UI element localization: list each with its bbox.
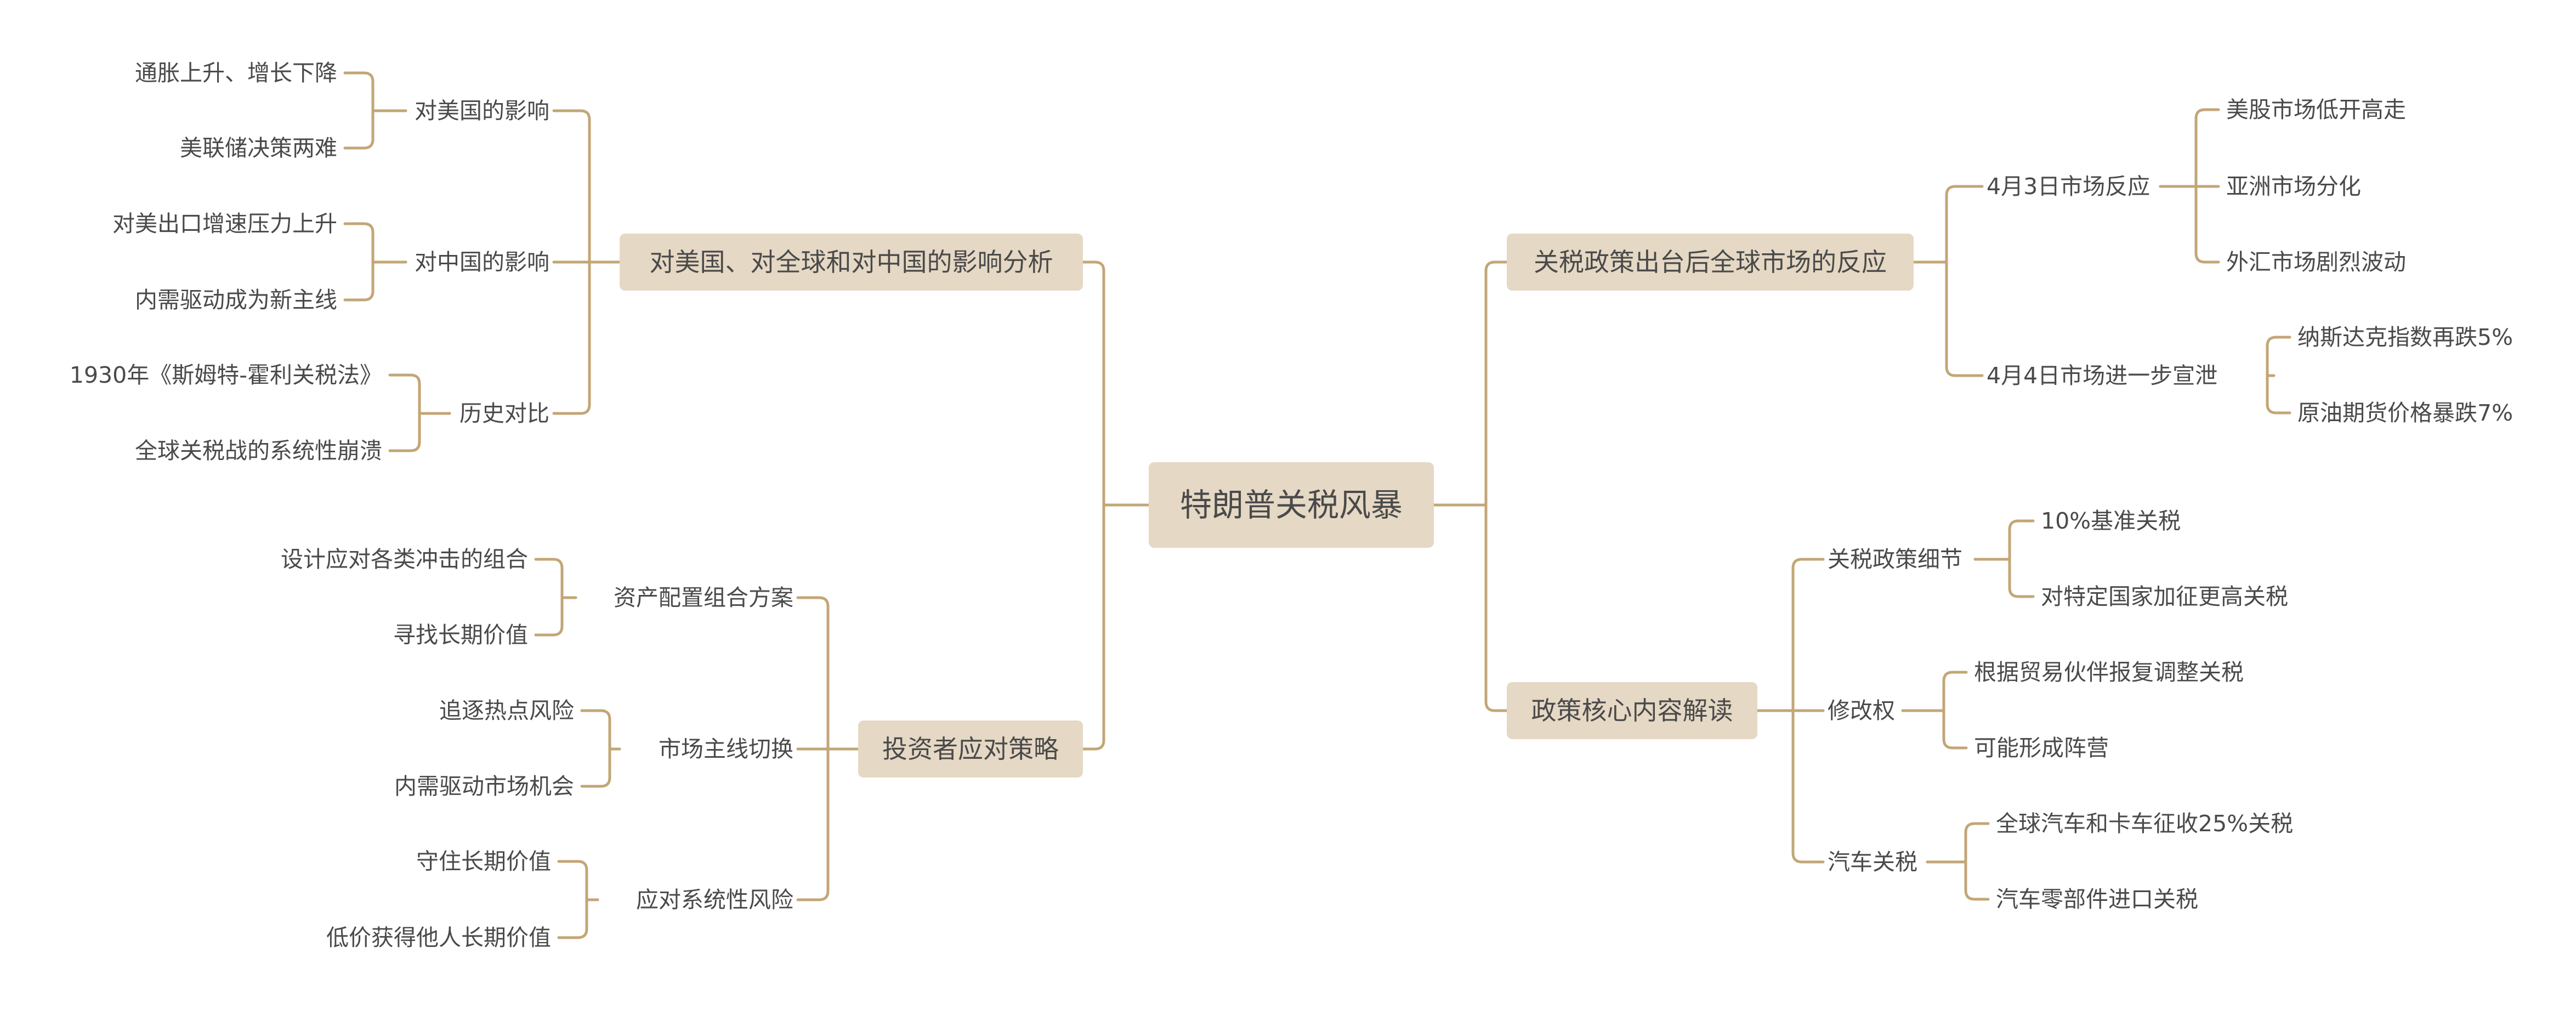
right-1-2-leaf-0-label: 全球汽车和卡车征收25%关税 — [1996, 810, 2293, 837]
edge-right-0-1-to-leaf-0 — [2266, 336, 2291, 377]
edge-left-1-to-sub-0 — [796, 596, 860, 751]
edge-left-0-2-to-leaf-1 — [388, 412, 451, 452]
edge-left-1-2-to-leaf-0 — [557, 860, 599, 901]
left-0-1-leaf-0-label: 对美出口增速压力上升 — [112, 211, 337, 237]
left-1-subtopic-1-label: 市场主线切换 — [659, 736, 793, 762]
connector-lines — [343, 71, 2291, 939]
edge-left-0-2-to-leaf-0 — [388, 373, 451, 415]
right-1-subtopic-1-label: 修改权 — [1828, 697, 1895, 724]
left-1-1-leaf-0-label: 追逐热点风险 — [439, 697, 574, 724]
edge-left-1-2-to-leaf-1 — [557, 898, 599, 939]
left-1-2-leaf-0-label: 守住长期价值 — [416, 848, 551, 875]
right-1-2-leaf-1-label: 汽车零部件进口关税 — [1996, 886, 2198, 912]
right-1-0-leaf-0-label: 10%基准关税 — [2041, 508, 2181, 534]
right-0-0-leaf-1-label: 亚洲市场分化 — [2226, 173, 2361, 200]
right-branch-1-label: 政策核心内容解读 — [1531, 696, 1733, 725]
left-0-subtopic-0-label: 对美国的影响 — [415, 98, 549, 124]
right-branch-0-box[interactable] — [1507, 234, 1914, 291]
left-0-subtopic-2-label: 历史对比 — [459, 400, 549, 427]
right-1-1-leaf-0-label: 根据贸易伙伴报复调整关税 — [1974, 659, 2244, 685]
mind-map-nodes: 特朗普关税风暴 关税政策出台后全球市场的反应 4月3日市场反应 美股市场低开高走亚洲市… — [70, 60, 2513, 951]
left-1-0-leaf-0-label: 设计应对各类冲击的组合 — [281, 546, 528, 572]
edge-right-1-to-sub-0 — [1756, 558, 1825, 712]
edge-root-to-right-0 — [1432, 260, 1508, 507]
edge-left-1-0-to-leaf-1 — [534, 596, 577, 637]
right-branch-1-box[interactable] — [1507, 682, 1757, 739]
left-0-2-leaf-0-label: 1930年《斯姆特-霍利关税法》 — [70, 362, 382, 388]
left-0-subtopic-1-label: 对中国的影响 — [415, 249, 549, 275]
left-0-0-leaf-0-label: 通胀上升、增长下降 — [135, 60, 337, 86]
right-0-subtopic-1-label: 4月4日市场进一步宣泄 — [1987, 362, 2217, 389]
edge-right-1-2-to-leaf-1 — [1926, 860, 1990, 901]
edge-right-1-1-to-leaf-0 — [1901, 671, 1968, 712]
edge-right-1-1-to-leaf-1 — [1901, 709, 1968, 750]
edge-right-0-1-to-leaf-1 — [2266, 374, 2291, 415]
edge-left-0-to-sub-0 — [552, 109, 621, 264]
edge-left-0-0-to-leaf-1 — [343, 109, 407, 150]
edge-right-0-0-to-leaf-2 — [2159, 185, 2220, 264]
right-branch-0-label: 关税政策出台后全球市场的反应 — [1534, 247, 1887, 277]
edge-left-1-1-to-leaf-0 — [580, 709, 621, 751]
edge-right-1-to-sub-2 — [1756, 709, 1825, 864]
left-1-subtopic-2-label: 应对系统性风险 — [636, 887, 793, 913]
edge-left-0-0-to-leaf-0 — [343, 71, 407, 112]
right-0-0-leaf-0-label: 美股市场低开高走 — [2226, 97, 2406, 123]
edge-right-0-0-to-leaf-0 — [2159, 108, 2220, 188]
left-branch-0-label: 对美国、对全球和对中国的影响分析 — [650, 247, 1053, 277]
edge-right-0-to-sub-1 — [1912, 260, 1984, 377]
root-topic-label: 特朗普关税风暴 — [1180, 486, 1403, 524]
edge-root-to-right-1 — [1432, 503, 1508, 712]
left-1-1-leaf-1-label: 内需驱动市场机会 — [394, 773, 574, 799]
edge-root-to-left-0 — [1081, 260, 1150, 507]
root-topic-box[interactable] — [1149, 462, 1434, 548]
right-1-1-leaf-1-label: 可能形成阵营 — [1974, 735, 2109, 761]
left-0-2-leaf-1-label: 全球关税战的系统性崩溃 — [135, 438, 382, 464]
edge-right-1-0-to-leaf-0 — [1973, 519, 2035, 561]
edge-right-1-0-to-leaf-1 — [1973, 558, 2035, 598]
left-1-subtopic-0-label: 资产配置组合方案 — [614, 585, 793, 611]
edge-left-1-to-sub-2 — [796, 747, 860, 901]
left-0-0-leaf-1-label: 美联储决策两难 — [180, 135, 337, 161]
right-1-0-leaf-1-label: 对特定国家加征更高关税 — [2041, 583, 2288, 610]
left-1-0-leaf-1-label: 寻找长期价值 — [393, 622, 528, 648]
edge-right-1-2-to-leaf-0 — [1926, 822, 1990, 864]
edge-left-1-0-to-leaf-0 — [534, 558, 577, 599]
edge-left-1-1-to-leaf-1 — [580, 747, 621, 788]
left-branch-1-box[interactable] — [858, 720, 1083, 778]
edge-left-0-1-to-leaf-0 — [343, 222, 407, 264]
edge-right-0-to-sub-0 — [1912, 185, 1984, 264]
edge-root-to-left-1 — [1081, 503, 1150, 751]
right-1-subtopic-2-label: 汽车关税 — [1828, 849, 1917, 875]
right-0-subtopic-0-label: 4月3日市场反应 — [1987, 173, 2150, 200]
right-1-subtopic-0-label: 关税政策细节 — [1828, 546, 1962, 572]
left-1-2-leaf-1-label: 低价获得他人长期价值 — [326, 924, 551, 951]
left-branch-0-box[interactable] — [620, 234, 1083, 291]
left-0-1-leaf-1-label: 内需驱动成为新主线 — [135, 287, 337, 313]
edge-left-0-1-to-leaf-1 — [343, 260, 407, 302]
right-0-1-leaf-1-label: 原油期货价格暴跌7% — [2297, 400, 2513, 426]
edge-left-0-to-sub-2 — [552, 260, 621, 415]
left-branch-1-label: 投资者应对策略 — [882, 734, 1059, 764]
right-0-1-leaf-0-label: 纳斯达克指数再跌5% — [2297, 324, 2513, 350]
right-0-0-leaf-2-label: 外汇市场剧烈波动 — [2226, 249, 2406, 275]
